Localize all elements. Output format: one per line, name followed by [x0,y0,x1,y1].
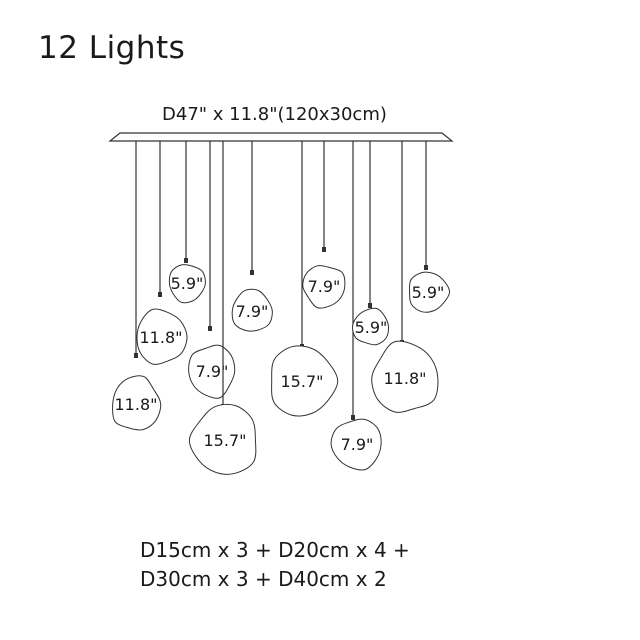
pendant-light: 11.8" [112,141,162,431]
pendant-light: 11.8" [136,141,188,365]
pendant-size-label: 5.9" [412,283,445,302]
glass-shade [351,307,390,346]
pendant-cap [184,258,188,263]
pendant-light: 11.8" [371,141,439,413]
pendant-size-label: 5.9" [171,274,204,293]
glass-shade [112,375,162,431]
pendant-cap [158,292,162,297]
pendant-cap [351,415,355,420]
pendant-cap [250,270,254,275]
glass-shade [371,340,439,413]
pendant-size-label: 7.9" [308,277,341,296]
spec-line-1: D15cm x 3 + D20cm x 4 + [140,538,410,562]
pendants-group: 11.8" 11.8" 5.9" 7.9" 15.7" 7.9" 15.7" 7.9" 7.9"… [112,141,451,475]
glass-shade [408,271,451,313]
glass-shade [231,288,273,332]
glass-shade [188,403,257,475]
pendant-light: 5.9" [168,141,206,304]
glass-shade [136,308,188,365]
canopy-plate [108,132,454,142]
pendant-light: 15.7" [271,141,339,417]
pendant-light: 15.7" [188,141,257,475]
pendant-light: 5.9" [408,141,451,313]
pendant-light: 7.9" [330,141,382,471]
pendant-size-label: 15.7" [281,372,324,391]
glass-shade [271,345,339,417]
pendant-cap [424,265,428,270]
pendant-size-label: 7.9" [196,362,229,381]
glass-shade [168,264,206,304]
pendant-light: 7.9" [231,141,273,332]
pendant-cap [368,303,372,308]
pendant-light: 7.9" [302,141,346,309]
pendant-size-label: 7.9" [236,302,269,321]
pendant-cap [208,326,212,331]
pendant-size-label: 7.9" [341,435,374,454]
pendant-cap [322,247,326,252]
glass-shade [302,265,346,309]
pendant-size-label: 11.8" [140,328,183,347]
pendant-size-label: 15.7" [204,431,247,450]
spec-line-2: D30cm x 3 + D40cm x 2 [140,567,387,591]
pendant-cap [134,353,138,358]
pendant-size-label: 11.8" [115,395,158,414]
glass-shade [330,418,382,471]
pendant-light: 5.9" [351,141,390,346]
pendant-size-label: 5.9" [355,318,388,337]
canopy-dimension-label: D47" x 11.8"(120x30cm) [162,104,387,125]
pendant-size-label: 11.8" [384,369,427,388]
page-title: 12 Lights [38,30,186,66]
